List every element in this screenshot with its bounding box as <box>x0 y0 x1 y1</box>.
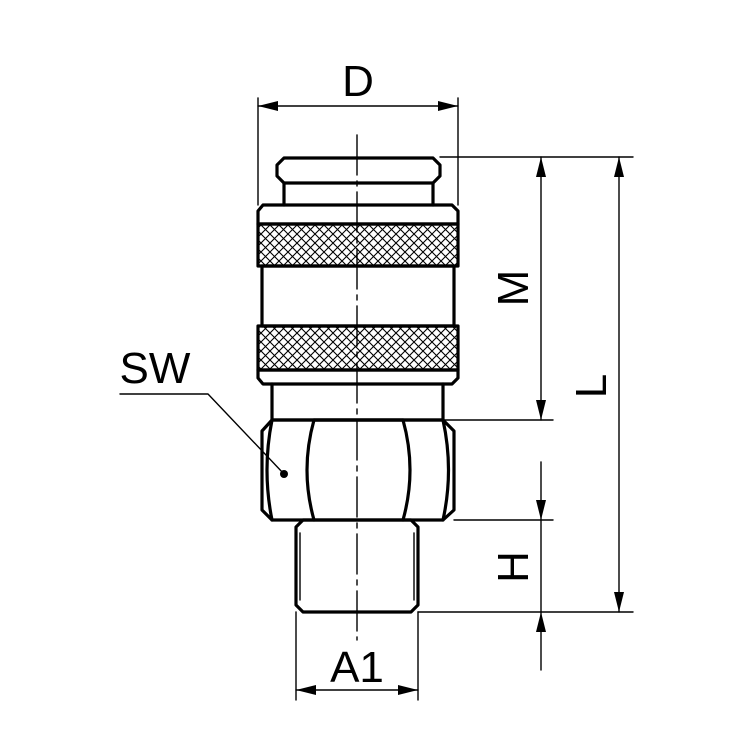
upper-knurl-band <box>258 224 458 266</box>
dimension-d-label: D <box>342 57 374 106</box>
dimension-a1: A1 <box>295 611 419 701</box>
hex-nut <box>260 418 456 522</box>
thread <box>294 518 420 614</box>
top-nipple <box>275 156 442 185</box>
lower-collar <box>256 368 460 386</box>
dimension-sw: SW <box>119 344 288 478</box>
dimension-m-label: M <box>489 270 538 307</box>
lower-knurl-band <box>258 326 458 370</box>
dimension-a1-label: A1 <box>330 643 384 692</box>
dimension-l: L <box>417 156 634 613</box>
dimension-d: D <box>257 57 459 206</box>
middle-sleeve <box>260 264 456 328</box>
sw-leader-dot <box>280 470 288 478</box>
coupling-body <box>256 156 460 614</box>
dimension-l-label: L <box>567 374 616 398</box>
dimension-sw-label: SW <box>120 344 191 393</box>
dimension-h-label: H <box>489 551 538 583</box>
dimension-h: H <box>453 461 554 671</box>
dimension-m: M <box>442 156 554 421</box>
upper-collar <box>256 203 460 226</box>
